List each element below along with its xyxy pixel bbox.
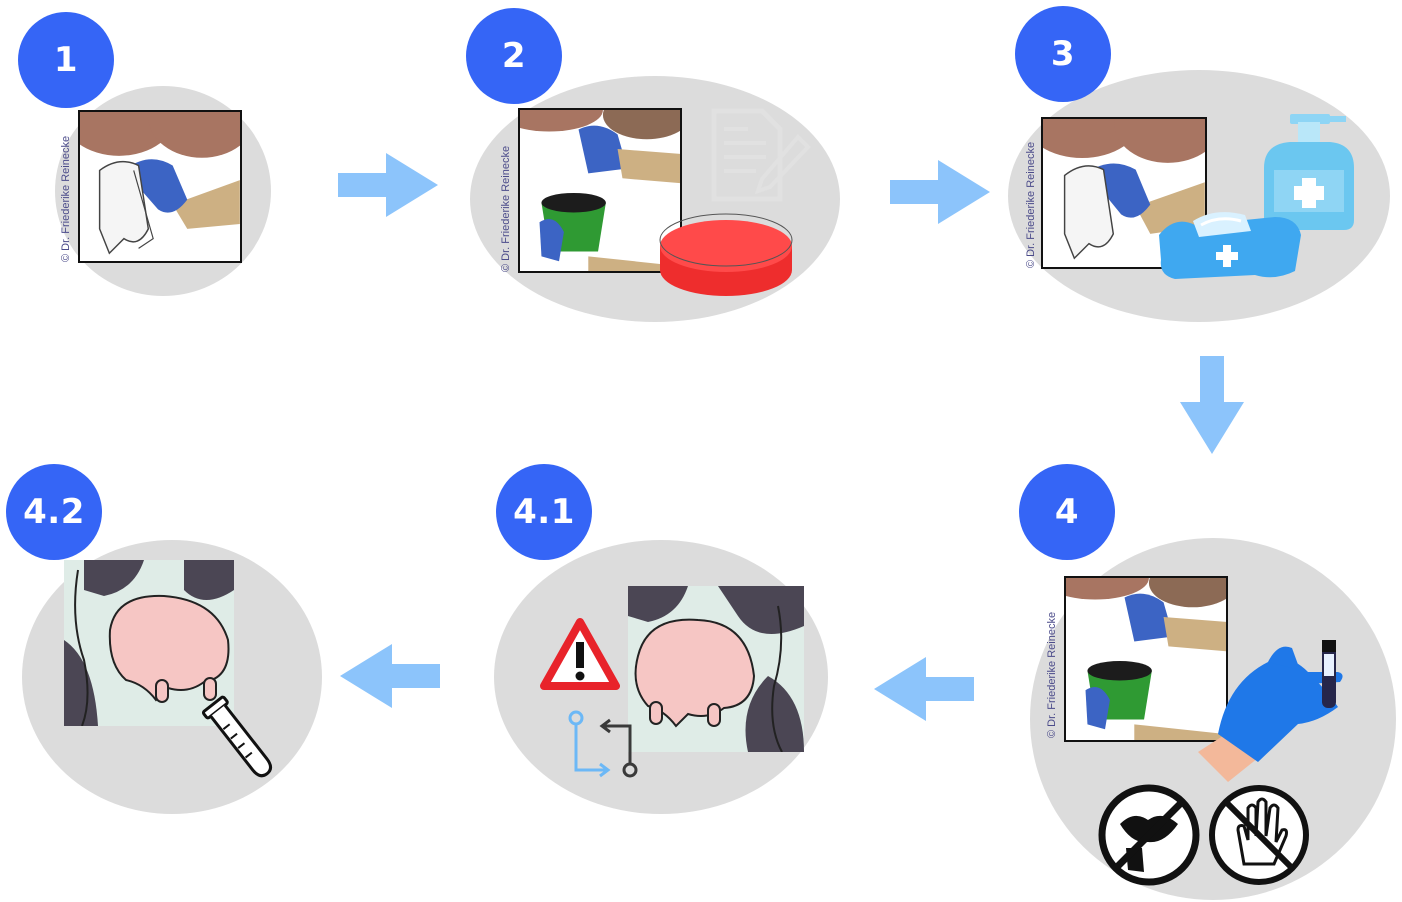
step-badge-4-2: 4.2 (6, 464, 102, 560)
step-badge-1: 1 (18, 12, 114, 108)
udder-illustration (628, 586, 804, 752)
step-badge-2: 2 (466, 8, 562, 104)
udder-cleaning-cloth-photo (78, 110, 242, 263)
arrow-left-icon (874, 657, 974, 721)
photo-credit: © Dr. Friederike Reinecke (1025, 142, 1037, 268)
photo-credit: © Dr. Friederike Reinecke (60, 136, 72, 262)
arrow-down-icon (1180, 356, 1244, 454)
sample-tube-gloved-hand-icon (1188, 612, 1352, 790)
warning-icon (540, 616, 620, 692)
test-tube-icon (196, 690, 288, 790)
arrow-right-icon (890, 160, 990, 224)
step-badge-4-1: 4.1 (496, 464, 592, 560)
arrow-right-icon (338, 153, 438, 217)
wet-wipes-icon (1155, 205, 1305, 283)
arrow-left-icon (340, 644, 440, 708)
change-order-icon (564, 704, 646, 784)
no-teat-contact-icon (1098, 784, 1200, 886)
step-badge-3: 3 (1015, 6, 1111, 102)
no-hand-touch-icon (1208, 784, 1310, 886)
step-badge-4: 4 (1019, 464, 1115, 560)
photo-credit: © Dr. Friederike Reinecke (500, 146, 512, 272)
petri-dish-icon (656, 212, 796, 304)
document-pen-icon (708, 107, 812, 207)
photo-credit: © Dr. Friederike Reinecke (1046, 612, 1058, 738)
